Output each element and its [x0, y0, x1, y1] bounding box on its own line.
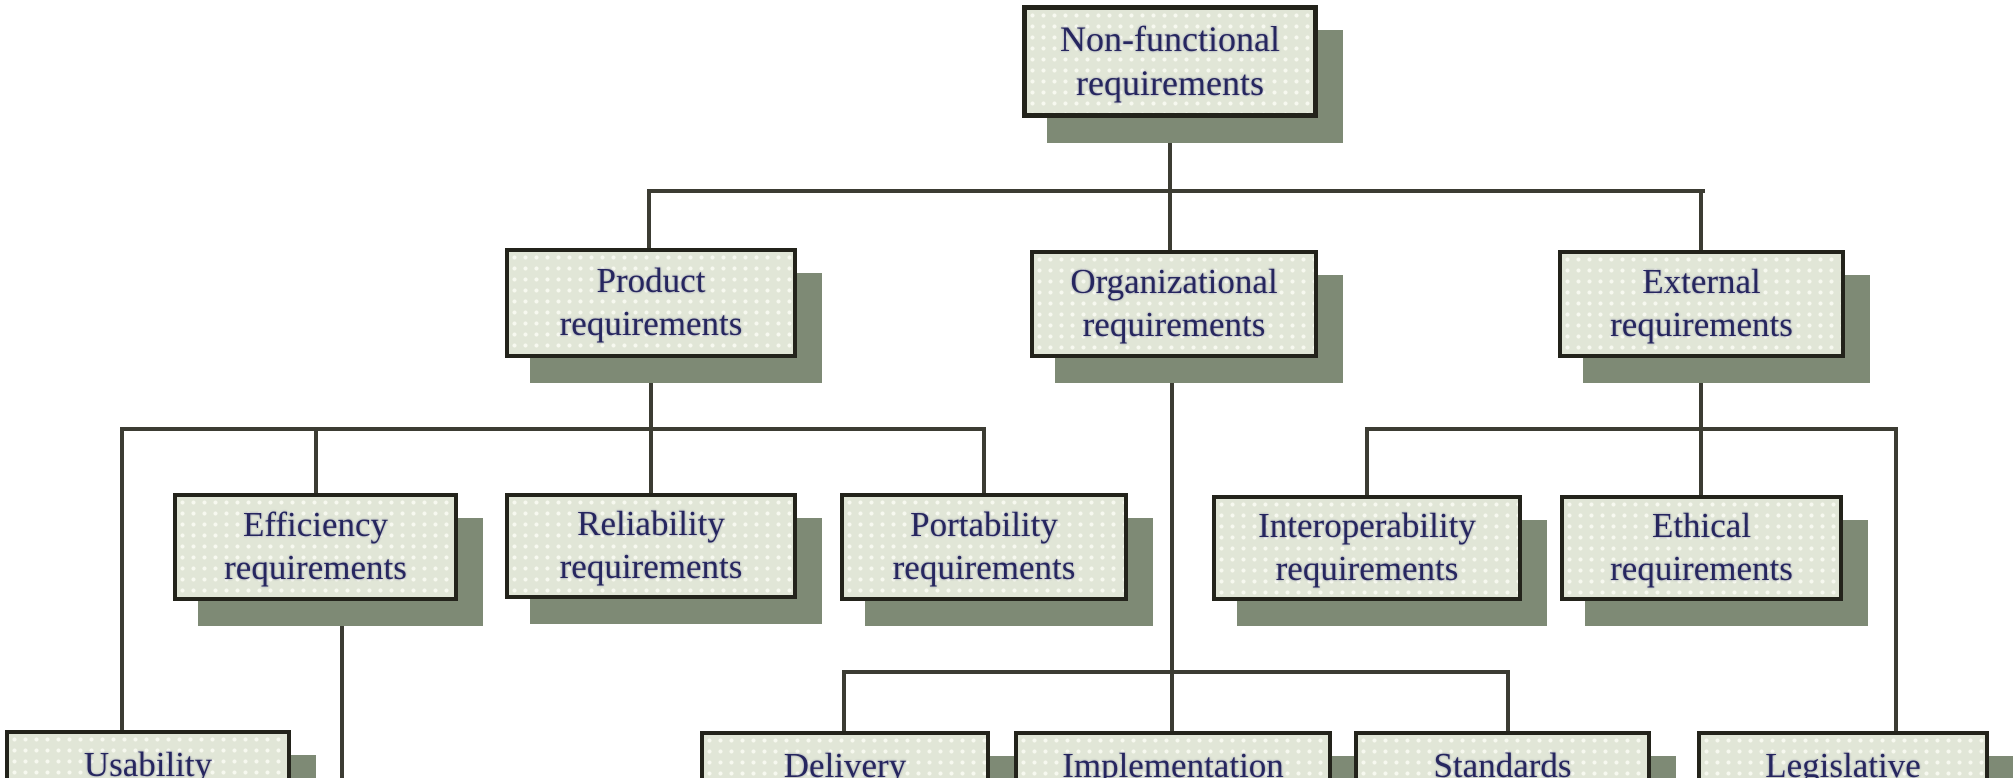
- node-label-line: Implementation: [1062, 746, 1284, 778]
- connector-product-drop: [647, 189, 651, 248]
- node-label-line: External: [1642, 262, 1761, 302]
- node-nonfunctional-requirements: Non-functional requirements: [1022, 5, 1318, 118]
- node-label-line: requirements: [1076, 62, 1264, 103]
- node-interoperability-requirements: Interoperability requirements: [1212, 495, 1522, 601]
- node-label-line: Reliability: [577, 504, 725, 544]
- node-label-line: Interoperability: [1258, 506, 1476, 546]
- connector-external-children-rail: [1365, 427, 1898, 431]
- node-usability-requirements: Usability: [5, 730, 291, 778]
- node-external-requirements: External requirements: [1558, 250, 1845, 358]
- node-label-line: requirements: [559, 547, 743, 586]
- node-label-line: Legislative: [1765, 746, 1921, 778]
- node-legislative-requirements: Legislative: [1697, 731, 1989, 778]
- node-label-line: Ethical: [1651, 506, 1752, 546]
- connector-root-stem: [1168, 118, 1172, 250]
- node-standards-requirements: Standards: [1354, 731, 1651, 778]
- connector-organizational-stem: [1170, 357, 1174, 731]
- connector-usability-drop: [120, 427, 124, 730]
- connector-product-children-rail: [120, 427, 986, 431]
- connector-efficiency-drop: [314, 427, 318, 493]
- node-label-line: requirements: [224, 548, 407, 587]
- connector-ethical-drop: [1699, 357, 1703, 495]
- connector-legislative-drop: [1894, 427, 1898, 731]
- node-label-line: requirements: [1610, 549, 1793, 588]
- node-label-line: Standards: [1433, 746, 1572, 778]
- node-delivery-requirements: Delivery: [700, 731, 990, 778]
- connector-portability-drop: [982, 427, 986, 493]
- connector-organizational-children-rail: [842, 670, 1510, 674]
- node-label-line: Organizational: [1070, 262, 1278, 302]
- connector-interoperability-drop: [1365, 427, 1369, 495]
- node-portability-requirements: Portability requirements: [840, 493, 1128, 601]
- node-label-line: Portability: [910, 505, 1058, 545]
- node-label-line: Product: [596, 261, 706, 301]
- connector-standards-drop: [1506, 670, 1510, 731]
- connector-efficiency-children-stem: [340, 600, 344, 778]
- node-label-line: Non-functional: [1060, 18, 1280, 59]
- node-product-requirements: Product requirements: [505, 248, 797, 358]
- node-implementation-requirements: Implementation: [1014, 731, 1332, 778]
- node-label-line: Delivery: [783, 746, 907, 778]
- node-label-line: Usability: [83, 745, 213, 778]
- node-organizational-requirements: Organizational requirements: [1030, 250, 1318, 358]
- node-efficiency-requirements: Efficiency requirements: [173, 493, 458, 601]
- node-label-line: requirements: [892, 548, 1076, 587]
- node-label-line: requirements: [559, 304, 743, 343]
- node-label-line: requirements: [1082, 305, 1266, 344]
- connector-level2-rail: [647, 189, 1705, 193]
- connector-delivery-drop: [842, 670, 846, 731]
- node-label-line: Efficiency: [242, 505, 389, 545]
- node-reliability-requirements: Reliability requirements: [505, 493, 797, 599]
- connector-product-stem: [649, 358, 653, 431]
- node-label-line: requirements: [1610, 305, 1793, 344]
- node-label-line: requirements: [1275, 549, 1459, 588]
- connector-external-drop: [1699, 189, 1703, 250]
- node-ethical-requirements: Ethical requirements: [1560, 495, 1843, 601]
- connector-reliability-drop: [649, 427, 653, 493]
